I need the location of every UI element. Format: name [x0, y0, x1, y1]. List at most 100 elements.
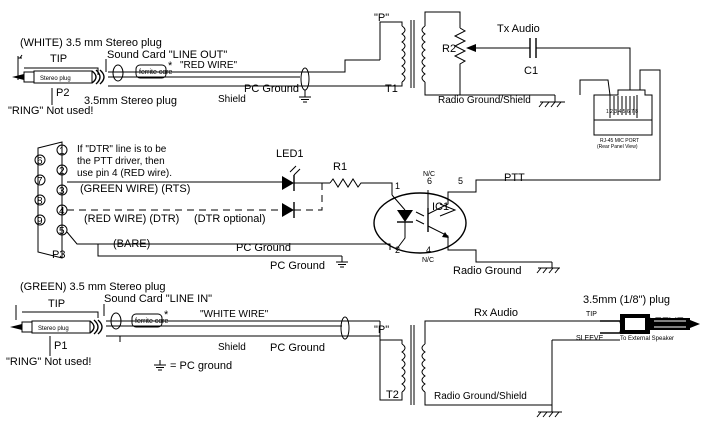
- rx-radio-ground-symbol: [536, 411, 562, 418]
- led-optional-dashed: [294, 182, 323, 211]
- pc-ground-mid2-label: PC Ground: [270, 260, 325, 272]
- p3-label: P3: [52, 249, 65, 261]
- ptt-wire: [462, 179, 552, 193]
- rj45-ptt-wire: [552, 69, 661, 181]
- ferrite-ring-left: [112, 64, 124, 82]
- db9-pin-5: 5: [59, 226, 65, 237]
- plug-ridges: [91, 69, 105, 85]
- ground-legend-label: = PC ground: [170, 360, 232, 372]
- plug-body-label: Stereo plug: [40, 76, 71, 82]
- db9-pin-3: 3: [59, 186, 65, 197]
- white-plug-label: (WHITE) 3.5 mm Stereo plug: [20, 37, 162, 49]
- t1-p-label: "P": [374, 12, 389, 24]
- c1-to-rj45-wire: [536, 47, 631, 90]
- radio-ground-mid-label: Radio Ground: [453, 265, 522, 277]
- shield-ring-top: [300, 67, 310, 91]
- pc-ground-symbol-top: [299, 96, 311, 103]
- ground-legend-symbol: [154, 360, 166, 371]
- t2-secondary-coil: [421, 343, 426, 393]
- ferrite-bottom-asterisk: *: [164, 309, 169, 321]
- rj45-body: [593, 89, 653, 136]
- db9-pin-6: 6: [37, 156, 43, 167]
- db9-pin-7: 7: [37, 176, 43, 187]
- ring-not-used-top: "RING" Not used!: [8, 105, 93, 117]
- tip-bracket-bottom: [22, 311, 99, 318]
- line-out-label: Sound Card "LINE OUT": [107, 49, 227, 61]
- tx-radio-ground-symbol: [538, 101, 565, 108]
- t2-core: [410, 325, 415, 405]
- t1-primary-top: [379, 21, 403, 30]
- nc-bottom: N/C: [422, 257, 434, 264]
- tx-audio-section: (WHITE) 3.5 mm Stereo plug TIP Sound Car…: [8, 11, 661, 181]
- bare-label: (BARE): [113, 238, 150, 250]
- pc-ground-bottom-label: PC Ground: [270, 342, 325, 354]
- pc-ground-symbol-mid: [336, 261, 348, 268]
- rj45-pin-numbers: 1 2 3 4 5 6 7 8: [606, 109, 638, 115]
- shield-top-label: Shield: [218, 94, 246, 105]
- line-in-label: Sound Card "LINE IN": [104, 293, 212, 305]
- rj45-caption-2: (Rear Panel View): [597, 144, 638, 150]
- led1-label: LED1: [276, 148, 304, 160]
- plug-body-bottom-label: Stereo plug: [38, 326, 69, 332]
- rx-audio-section: (GREEN) 3.5 mm Stereo plug TIP Sound Car…: [6, 281, 700, 418]
- t1-secondary-bottom: [424, 82, 555, 96]
- ptt-ground-wire: [460, 249, 552, 263]
- plug-body: [33, 70, 93, 84]
- plug-1-8-label: 3.5mm (1/8") plug: [583, 294, 670, 306]
- to-external-speaker-label: To External Speaker: [620, 336, 674, 342]
- c1-label: C1: [524, 65, 538, 77]
- rj45-contacts: [613, 96, 635, 115]
- green-plug-label: (GREEN) 3.5 mm Stereo plug: [20, 281, 166, 293]
- ic1-internal-led: [397, 210, 413, 222]
- pc-ground-mid-label: PC Ground: [236, 242, 291, 254]
- plug-body-bottom: [31, 320, 91, 334]
- ic1-pin2: 2: [395, 245, 400, 255]
- dtr-note-line-1: If "DTR" line is to be: [77, 144, 167, 155]
- green-rts-label: (GREEN WIRE) (RTS): [80, 183, 190, 195]
- rj45-caption-1: RJ-45 MIC PORT: [600, 138, 639, 144]
- nc-top: N/C: [423, 171, 435, 178]
- db9-pin-4: 4: [59, 206, 65, 217]
- t1-secondary-top: [424, 11, 461, 28]
- ic1-optocoupler: [373, 192, 467, 254]
- tx-radio-ground-label: Radio Ground/Shield: [438, 95, 531, 106]
- r2-label: R2: [442, 43, 456, 55]
- db9-shell: [37, 141, 63, 259]
- plug2-label: 3.5mm Stereo plug: [84, 95, 177, 107]
- ptt-label: PTT: [504, 172, 525, 184]
- t2-p-label: "P": [374, 324, 389, 336]
- red-wire-label: "RED WIRE": [180, 60, 238, 71]
- led-optional-symbol: [282, 203, 294, 217]
- dtr-optional-label: (DTR optional): [194, 213, 266, 225]
- t1-secondary-coil: [421, 25, 426, 83]
- db9-pin-8: 8: [37, 196, 43, 207]
- plug-tip: [12, 74, 24, 80]
- p2-stereo-plug: Stereo plug: [12, 69, 105, 85]
- speaker-sleeve-small-label: SLEEVE: [576, 335, 604, 342]
- rj45-ground-wire: [579, 79, 611, 96]
- p1-stereo-plug: Stereo plug: [10, 319, 103, 335]
- tip-label-bottom: TIP: [48, 298, 65, 310]
- speaker-plug: [600, 314, 700, 334]
- t1-primary-coil: [401, 25, 406, 83]
- r2-wiper-arrow: [466, 44, 476, 52]
- tx-audio-label: Tx Audio: [497, 23, 540, 35]
- red-dtr-label: (RED WIRE) (DTR): [84, 213, 179, 225]
- r1-label: R1: [333, 161, 347, 173]
- ferrite-asterisk: *: [168, 60, 173, 72]
- c1-capacitor: [529, 38, 537, 58]
- t2-ground-wire: [424, 392, 552, 406]
- ptt-section: 6 7 8 9 1 2 3 4 5 P3 If "DTR" line is to…: [34, 141, 560, 277]
- dtr-note-line-3: use pin 4 (RED wire).: [77, 168, 172, 179]
- p2-label: P2: [56, 87, 69, 99]
- dtr-note-line-2: the PTT driver, then: [77, 156, 165, 167]
- pc-ground-top-label: PC Ground: [244, 83, 299, 95]
- led1-light-rays: [289, 165, 301, 176]
- ic1-pin6: 6: [427, 176, 432, 186]
- ic1-pin5: 5: [458, 176, 463, 186]
- r2-potentiometer: [453, 27, 467, 95]
- t1-label: T1: [385, 83, 398, 95]
- t1-primary-bottom: [380, 82, 403, 87]
- db9-pin-9: 9: [37, 216, 43, 227]
